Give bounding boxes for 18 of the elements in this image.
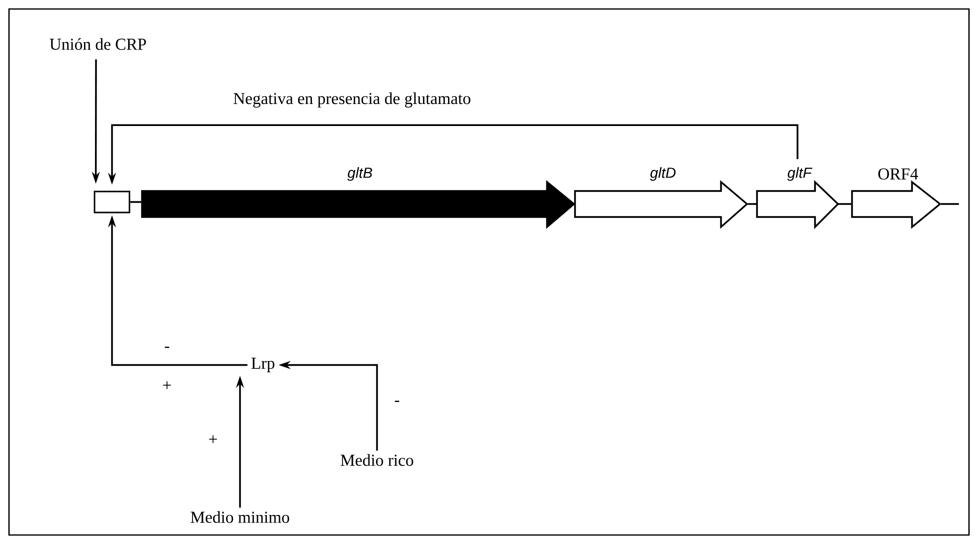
gene-label: gltB xyxy=(347,167,372,181)
edge-label: - xyxy=(392,399,402,407)
gene-label: gltF xyxy=(787,167,812,181)
gene-label: gltD xyxy=(650,167,676,181)
text-label: Medio minimo xyxy=(190,511,290,523)
promoter-box xyxy=(94,190,130,214)
sign-label: - xyxy=(164,346,170,348)
line xyxy=(838,203,852,205)
line xyxy=(940,203,959,205)
text-label: Lrp xyxy=(251,358,274,372)
edge-label: Negativa en presencia de glutamato xyxy=(232,91,472,109)
line xyxy=(130,201,142,203)
text-label: Medio rico xyxy=(340,454,414,466)
sign-label: + xyxy=(163,381,171,390)
edge-label: + xyxy=(206,434,220,446)
line xyxy=(748,203,757,205)
gene-label: ORF4 xyxy=(878,168,918,180)
text-label: Unión de CRP xyxy=(50,38,146,50)
